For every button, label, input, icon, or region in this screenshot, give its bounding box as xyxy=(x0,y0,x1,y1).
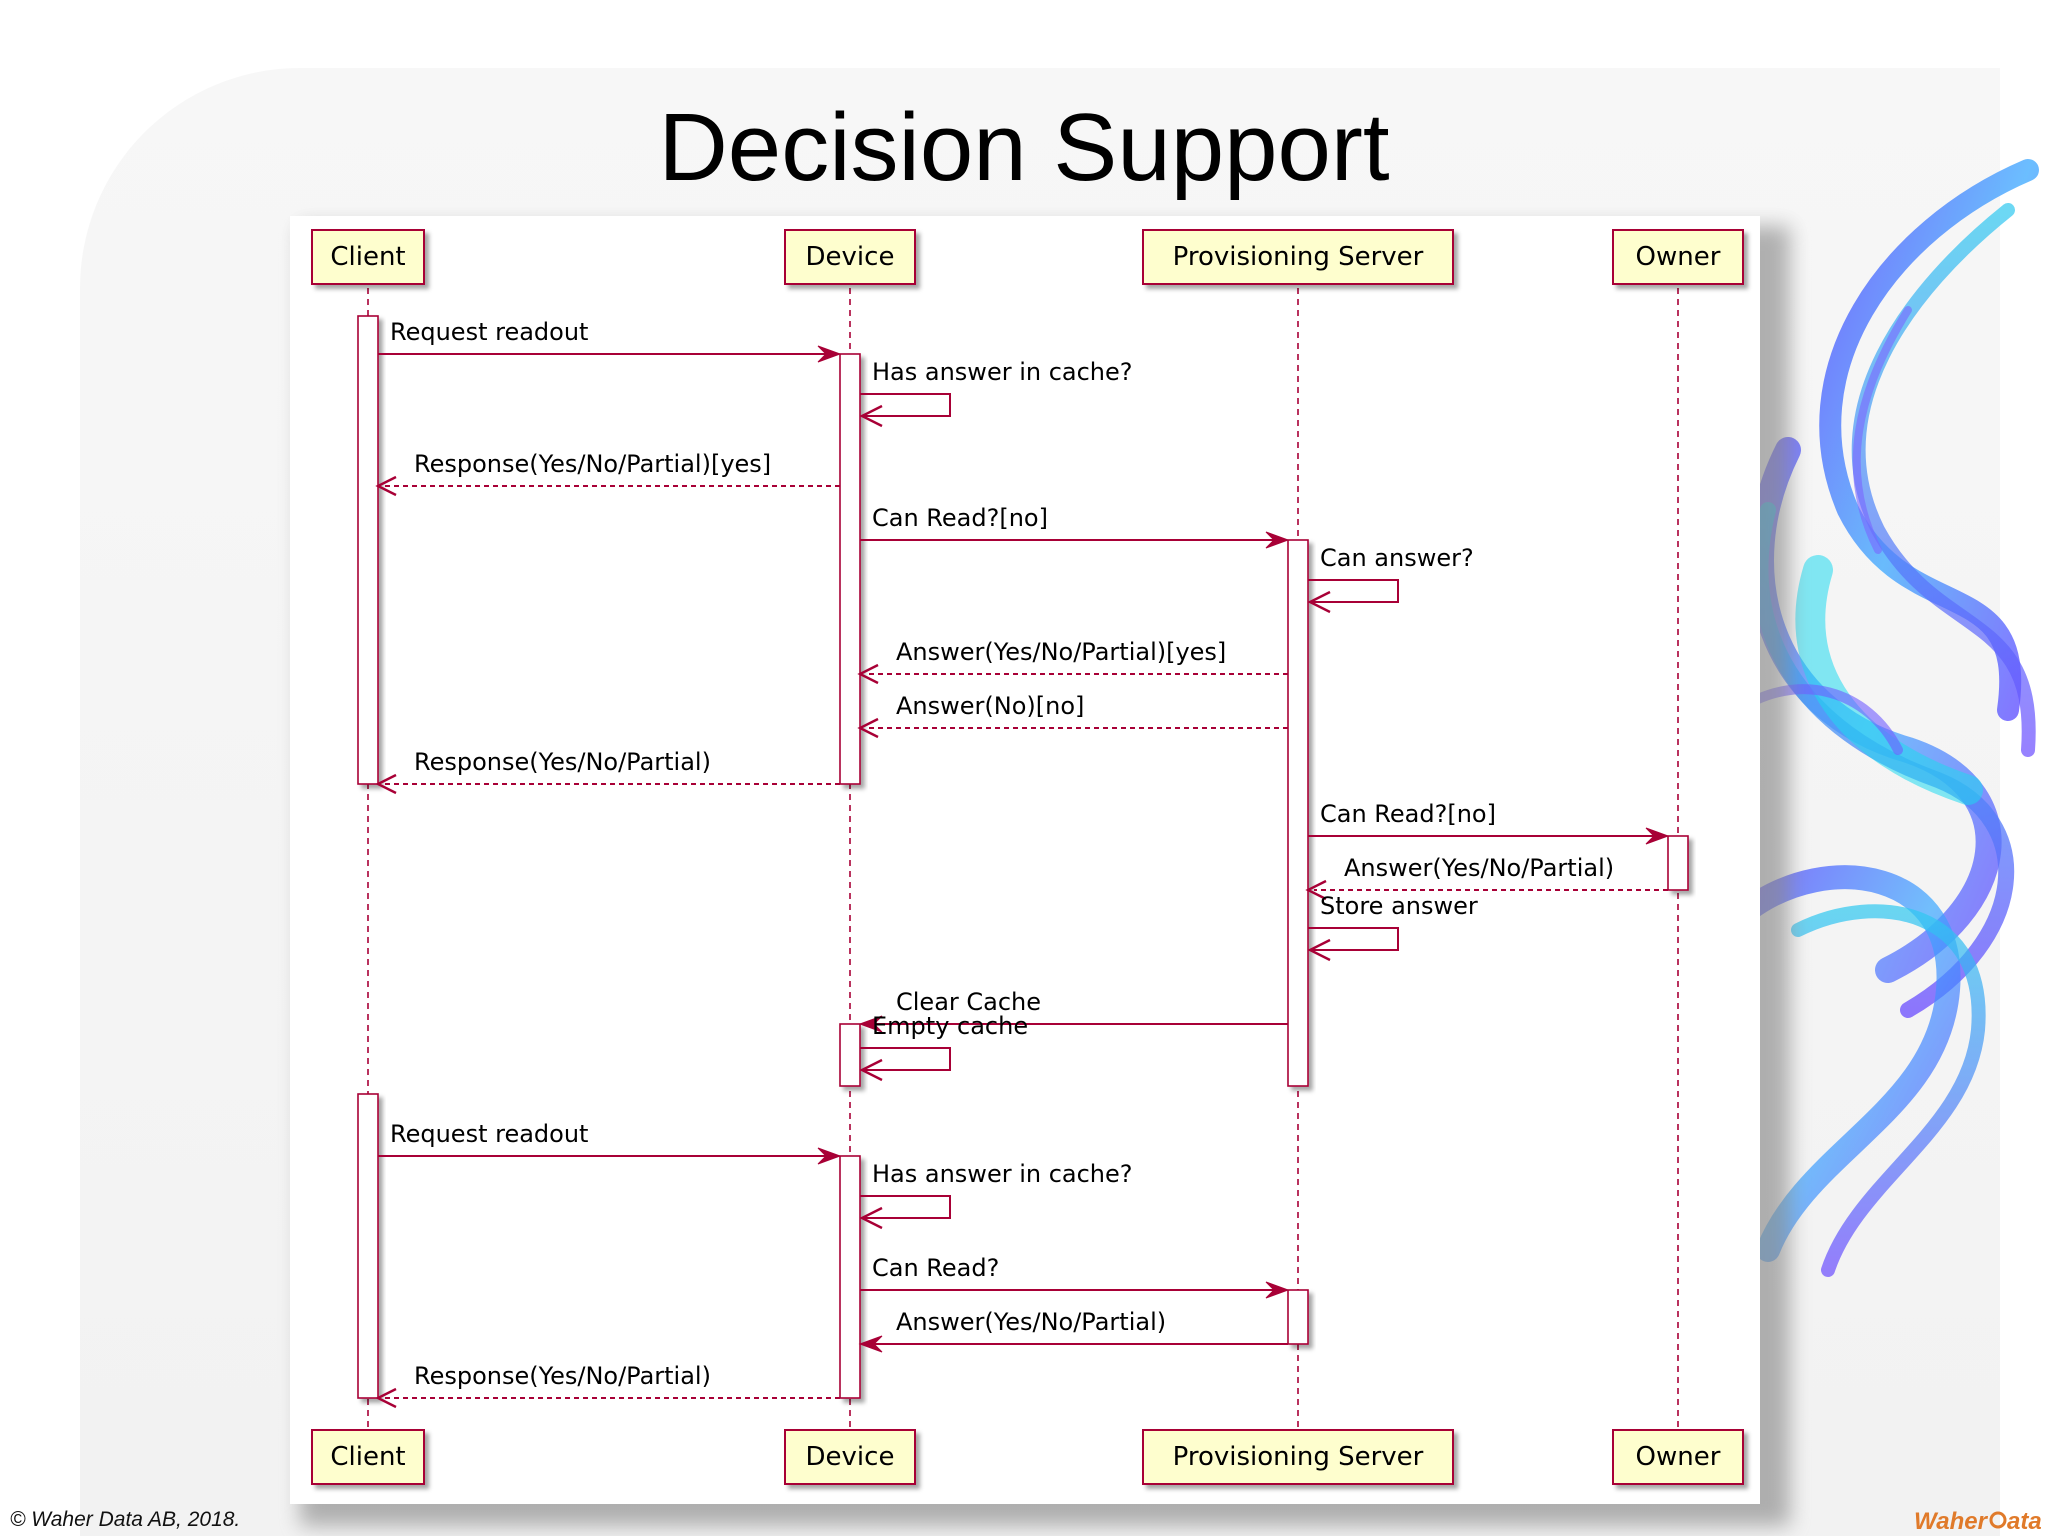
participant-provisioning-server-top: Provisioning Server xyxy=(1142,229,1454,285)
message-11: Store answer xyxy=(1308,892,1478,951)
message-label: Can answer? xyxy=(1320,544,1474,572)
message-16: Can Read? xyxy=(860,1254,1282,1291)
activation-bar-provisioning-server xyxy=(1287,1289,1309,1345)
participant-client-top: Client xyxy=(311,229,425,285)
self-message-line xyxy=(1308,579,1399,603)
fractal-swirl-graphic xyxy=(1733,159,2039,1277)
arrowhead xyxy=(857,663,879,685)
self-message-line xyxy=(860,1047,951,1071)
message-label: Clear Cache xyxy=(896,988,1041,1016)
participant-provisioning-server-bottom: Provisioning Server xyxy=(1142,1429,1454,1485)
activation-bar-device xyxy=(839,1023,861,1087)
message-17: Answer(Yes/No/Partial) xyxy=(866,1308,1288,1345)
participant-device-top: Device xyxy=(784,229,916,285)
arrowhead xyxy=(1305,879,1327,901)
message-label: Answer(Yes/No/Partial) xyxy=(896,1308,1166,1336)
participant-owner-top: Owner xyxy=(1612,229,1744,285)
activation-bar-client xyxy=(357,315,379,785)
message-10: Answer(Yes/No/Partial) xyxy=(1305,854,1668,901)
message-15: Has answer in cache? xyxy=(860,1160,1133,1219)
message-label: Answer(Yes/No/Partial) xyxy=(1344,854,1614,882)
message-5: Can answer? xyxy=(1308,544,1474,603)
message-2: Has answer in cache? xyxy=(860,358,1133,417)
message-label: Answer(No)[no] xyxy=(896,692,1084,720)
message-label: Can Read?[no] xyxy=(1320,800,1496,828)
slide-title: Decision Support xyxy=(658,94,1390,201)
activation-bar-owner xyxy=(1667,835,1689,891)
arrowhead xyxy=(375,773,397,795)
arrowhead xyxy=(858,1335,883,1353)
activation-bar-client xyxy=(357,1093,379,1399)
svg-text:ata: ata xyxy=(2007,1508,2042,1535)
message-label: Has answer in cache? xyxy=(872,1160,1133,1188)
message-label: Response(Yes/No/Partial) xyxy=(414,1362,711,1390)
message-18: Response(Yes/No/Partial) xyxy=(375,1362,840,1409)
participant-label: Provisioning Server xyxy=(1173,1442,1424,1472)
message-label: Response(Yes/No/Partial)[yes] xyxy=(414,450,771,478)
message-14: Request readout xyxy=(378,1120,834,1157)
copyright-notice: © Waher Data AB, 2018. xyxy=(10,1508,241,1531)
self-message-line xyxy=(860,393,951,417)
participant-owner-bottom: Owner xyxy=(1612,1429,1744,1485)
waher-data-logo: Waher ata xyxy=(1914,1508,2042,1535)
arrowhead xyxy=(1265,1281,1290,1299)
svg-text:Waher: Waher xyxy=(1914,1508,1989,1535)
participant-device-bottom: Device xyxy=(784,1429,916,1485)
arrowhead xyxy=(857,717,879,739)
message-9: Can Read?[no] xyxy=(1308,800,1662,837)
message-label: Can Read?[no] xyxy=(872,504,1048,532)
activation-bar-provisioning-server xyxy=(1287,539,1309,1087)
message-label: Request readout xyxy=(390,318,588,346)
arrowhead xyxy=(1307,590,1331,614)
message-label: Response(Yes/No/Partial) xyxy=(414,748,711,776)
message-4: Can Read?[no] xyxy=(860,504,1282,541)
activation-bar-device xyxy=(839,353,861,785)
arrowhead xyxy=(817,345,842,363)
participant-label: Provisioning Server xyxy=(1173,242,1424,272)
self-message-line xyxy=(860,1195,951,1219)
participant-label: Client xyxy=(330,242,405,272)
message-label: Request readout xyxy=(390,1120,588,1148)
arrowhead xyxy=(817,1147,842,1165)
message-label: Store answer xyxy=(1320,892,1478,920)
arrowhead xyxy=(375,1387,397,1409)
message-12: Clear Cache xyxy=(866,988,1288,1025)
activation-bar-device xyxy=(839,1155,861,1399)
participant-label: Device xyxy=(806,242,895,272)
message-label: Answer(Yes/No/Partial)[yes] xyxy=(896,638,1226,666)
arrowhead xyxy=(1307,938,1331,962)
message-7: Answer(No)[no] xyxy=(857,692,1288,739)
message-13: Empty cache xyxy=(860,1012,1028,1071)
message-label: Has answer in cache? xyxy=(872,358,1133,386)
message-label: Can Read? xyxy=(872,1254,999,1282)
participant-label: Device xyxy=(806,1442,895,1472)
message-8: Response(Yes/No/Partial) xyxy=(375,748,840,795)
arrowhead xyxy=(858,1015,883,1033)
participant-label: Owner xyxy=(1636,242,1721,272)
arrowhead xyxy=(1645,827,1670,845)
arrowhead xyxy=(1265,531,1290,549)
arrowhead xyxy=(859,404,883,428)
message-1: Request readout xyxy=(378,318,834,355)
arrowhead xyxy=(375,475,397,497)
participant-label: Client xyxy=(330,1442,405,1472)
message-3: Response(Yes/No/Partial)[yes] xyxy=(375,450,840,497)
arrowhead xyxy=(859,1206,883,1230)
participant-label: Owner xyxy=(1636,1442,1721,1472)
participant-client-bottom: Client xyxy=(311,1429,425,1485)
message-label: Empty cache xyxy=(872,1012,1028,1040)
message-6: Answer(Yes/No/Partial)[yes] xyxy=(857,638,1288,685)
self-message-line xyxy=(1308,927,1399,951)
arrowhead xyxy=(859,1058,883,1082)
